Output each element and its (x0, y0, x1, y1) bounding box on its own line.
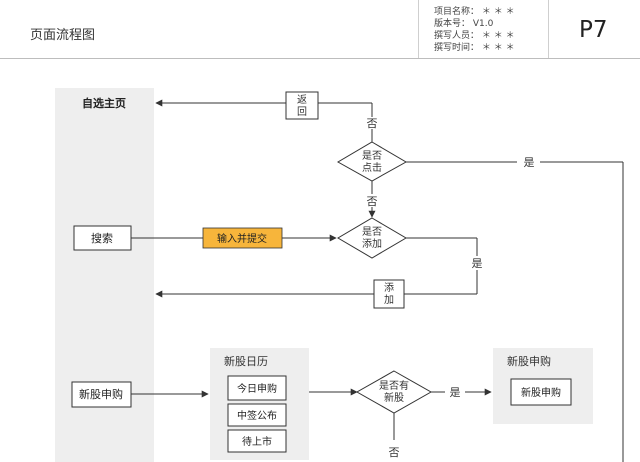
page-number: P7 (579, 17, 608, 43)
main-column-title: 自选主页 (82, 96, 126, 110)
input-submit-box (202, 227, 283, 249)
decision-click-line: 点击 (362, 162, 382, 174)
decision-add (337, 217, 407, 259)
add-box (373, 279, 405, 309)
calendar-item-box (227, 429, 287, 453)
no-label: 否 (389, 446, 400, 459)
yes-label: 是 (472, 257, 483, 270)
decision-new-line: 是否有 (379, 379, 409, 392)
decision-new-line: 新股 (384, 391, 404, 404)
back-box-line: 返 (297, 94, 307, 106)
add-box-line: 添 (384, 281, 394, 294)
calendar-item-listing: 待上市 (242, 435, 272, 448)
page-title: 页面流程图 (30, 28, 96, 43)
decision-click-line: 是否 (362, 150, 382, 162)
yes-label: 是 (524, 156, 535, 169)
calendar-item-lottery: 中签公布 (237, 409, 277, 422)
subscribe-button-label: 新股申购 (521, 386, 561, 399)
input-submit-label: 输入并提交 (217, 232, 267, 245)
calendar-item-today: 今日申购 (237, 382, 277, 395)
yes-label: 是 (450, 386, 461, 399)
document-meta: 项目名称： ＊ ＊ ＊ 版本号： V1.0 撰写人员： ＊ ＊ ＊ 撰写时间： … (434, 6, 515, 54)
decision-click (336, 141, 408, 182)
calendar-item-box (227, 375, 287, 401)
search-box-label: 搜索 (91, 231, 113, 245)
no-label: 否 (367, 195, 378, 208)
decision-add-line: 是否 (362, 226, 382, 238)
add-box-line: 加 (384, 294, 394, 306)
back-box-line: 回 (297, 106, 307, 118)
new-stock-box (71, 381, 132, 408)
new-stock-box-label: 新股申购 (79, 387, 123, 401)
decision-add-line: 添加 (362, 237, 382, 250)
calendar-item-box (227, 403, 287, 427)
header-divider (418, 0, 419, 58)
meta-time: 撰写时间： ＊ ＊ ＊ (434, 43, 515, 53)
calendar-panel-title: 新股日历 (224, 354, 268, 368)
subscribe-panel-title: 新股申购 (507, 354, 551, 368)
search-box (73, 225, 132, 251)
header-divider (548, 0, 549, 58)
meta-project-name: 项目名称： ＊ ＊ ＊ (434, 7, 515, 17)
meta-author: 撰写人员： ＊ ＊ ＊ (434, 31, 515, 41)
no-label: 否 (367, 117, 378, 130)
subscribe-button-box (510, 378, 572, 406)
decision-new-stock (355, 370, 433, 414)
back-box (285, 91, 319, 120)
connectors (131, 99, 624, 462)
page-header: 页面流程图 项目名称： ＊ ＊ ＊ 版本号： V1.0 撰写人员： ＊ ＊ ＊ … (0, 0, 640, 59)
meta-version: 版本号： V1.0 (434, 19, 494, 29)
